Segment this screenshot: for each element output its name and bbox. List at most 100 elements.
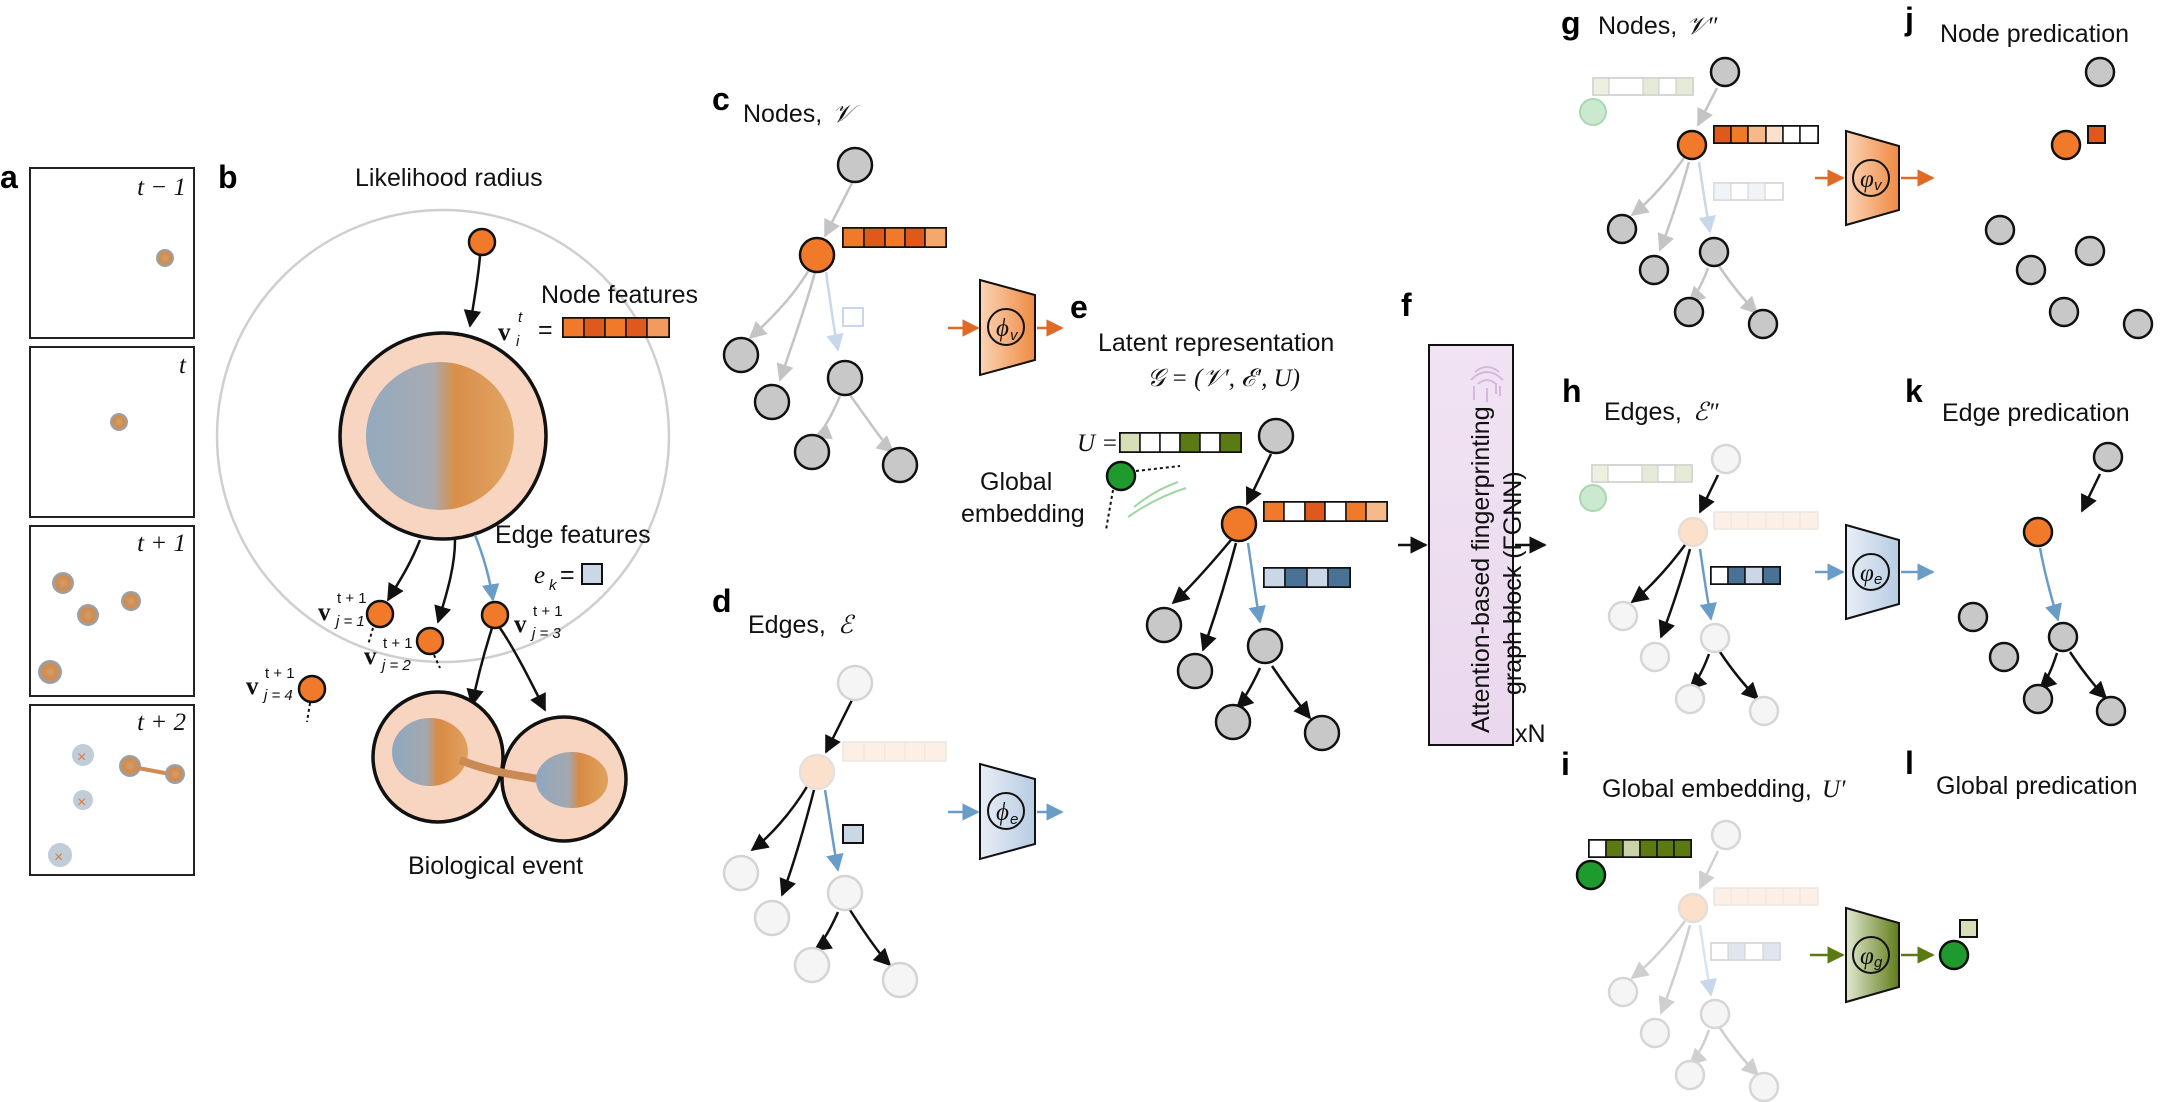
child-label-sub: j = 2 [380, 657, 411, 674]
graph-node [881, 961, 919, 999]
cell-icon [73, 790, 93, 810]
time-frame-1: t − 1 [29, 167, 195, 339]
source-node [467, 227, 497, 257]
operator-sub: e [1874, 571, 1882, 588]
child-label-sup: t + 1 [337, 590, 367, 607]
operator-circle [987, 308, 1025, 346]
time-frame-4: t + 2 × × × [29, 704, 195, 876]
graph-node [2074, 235, 2106, 267]
graph-node [826, 874, 864, 912]
child-node-4 [297, 674, 327, 704]
cell-icon [38, 660, 62, 684]
global-operator-block [1845, 906, 1900, 1004]
node-operator-block [979, 278, 1036, 377]
graph-node [2015, 254, 2047, 286]
graph-node [1709, 56, 1741, 88]
child-label-4: v t + 1 j = 4 [246, 665, 311, 723]
cross-icon: × [77, 794, 86, 811]
graph-node [836, 146, 874, 184]
graph-node [1638, 254, 1670, 286]
node-feature-vector [842, 741, 947, 762]
panel-g: g Nodes, 𝒱″ [1561, 5, 1935, 340]
node-vector-symbol: v i t = [498, 309, 553, 350]
graph-node-focus [798, 236, 836, 274]
edge-vector-symbol: e k = [534, 561, 603, 594]
operator-symbol: φ [1860, 560, 1874, 587]
graph-node [1257, 417, 1295, 455]
graph-node [1710, 443, 1742, 475]
node-feature-vector [1263, 501, 1388, 522]
child-label-2: v t + 1 j = 2 [364, 635, 441, 674]
fingerprint-icon [1470, 366, 1504, 402]
panel-j-label: j [1904, 1, 1914, 37]
panel-i-symbol: U′ [1822, 776, 1846, 803]
graph-node [1607, 976, 1639, 1008]
edge-feature-vector [1263, 567, 1351, 588]
cell-icon [156, 249, 174, 267]
graph-node [753, 899, 791, 937]
child-label-sub: j = 4 [262, 687, 293, 704]
panel-c: c Nodes, 𝒱 ϕ v [712, 81, 1064, 484]
graph-node [1674, 1059, 1706, 1091]
node-features-label: Node features [541, 281, 698, 309]
panel-b-label: b [218, 159, 238, 195]
cell-image [536, 752, 608, 808]
edge-vector-main: e [534, 562, 545, 589]
panel-l-label: l [1905, 745, 1914, 781]
panel-l-title: Global predication [1936, 772, 2138, 800]
panel-i-title: Global embedding, [1602, 775, 1812, 803]
panel-c-symbol: 𝒱 [832, 101, 861, 128]
graph-node-focus [798, 753, 836, 791]
graph-node [793, 433, 831, 471]
panel-h-symbol: ℰ″ [1693, 399, 1719, 426]
panel-d-label: d [712, 583, 732, 619]
cell-image [366, 362, 514, 510]
child-label-sub: j = 1 [334, 613, 365, 630]
cell-icon [72, 744, 94, 766]
time-label-2: t [179, 352, 187, 379]
graph-node-focus [1676, 129, 1708, 161]
global-feature-vector [1588, 839, 1692, 858]
child-label-sup: t + 1 [533, 603, 563, 620]
u-label: U = [1077, 430, 1118, 457]
edge-feature-vector [1713, 182, 1784, 201]
graph-node-focus [2050, 129, 2082, 161]
child-node-3 [480, 600, 510, 630]
node-operator-block [1845, 129, 1900, 227]
fgnn-block-label-1: Attention-based fingerprinting [1467, 406, 1495, 733]
operator-sub: v [1010, 327, 1019, 344]
graph-node [1639, 1017, 1671, 1049]
graph-node [1748, 1071, 1780, 1102]
panel-d-symbol: ℰ [838, 612, 856, 639]
graph-node [722, 854, 760, 892]
graph-node [1699, 998, 1731, 1030]
graph-node [1214, 703, 1252, 741]
cross-icon: × [77, 749, 86, 766]
predicted-node-value [2087, 125, 2106, 144]
operator-circle [987, 792, 1025, 830]
edge-feature-vector [1710, 942, 1781, 961]
edge-feature-box [842, 824, 864, 844]
panel-h: h Edges, ℰ″ [1562, 373, 1935, 727]
global-feature-vector [1119, 432, 1242, 453]
cell-icon [165, 764, 185, 784]
global-node [1575, 859, 1607, 891]
cell-icon [52, 572, 74, 594]
global-node [1579, 484, 1607, 512]
panel-j: j Node predication [1904, 1, 2154, 340]
latent-title: Latent representation [1098, 329, 1334, 357]
graph-node [2095, 695, 2127, 727]
graph-node [1639, 641, 1671, 673]
graph-node [753, 383, 791, 421]
latent-formula: 𝒢 = (𝒱′, ℰ′, U) [1147, 365, 1300, 392]
repeat-label: xN [1515, 720, 1546, 748]
operator-sub: v [1874, 177, 1883, 194]
equals-sign: = [538, 316, 553, 344]
graph-node [1674, 683, 1706, 715]
graph-node-focus [2022, 516, 2054, 548]
panel-g-title: Nodes, [1598, 12, 1677, 40]
time-label-3: t + 1 [137, 530, 186, 557]
graph-node-focus [1220, 505, 1258, 543]
panel-d-title: Edges, [748, 611, 826, 639]
child-node-1 [365, 599, 395, 629]
